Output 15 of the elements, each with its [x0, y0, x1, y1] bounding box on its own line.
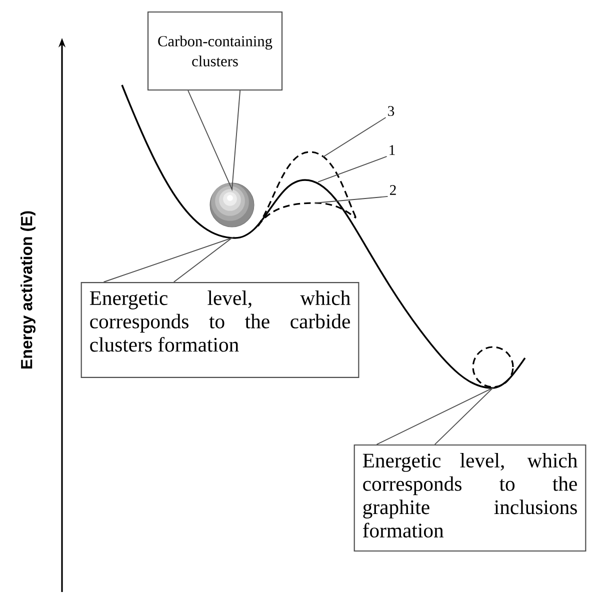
callout-box: Carbon-containing clusters [147, 11, 283, 91]
curve-number: 1 [390, 145, 395, 155]
callout-box: Energetic level, which corresponds to the carbide clusters formation [80, 282, 360, 378]
leader-line [314, 196, 388, 204]
leader-line [103, 236, 235, 282]
leader-line [318, 156, 388, 182]
leader-line [188, 90, 241, 192]
axis-label: Energy activation (E) [20, 211, 36, 368]
dashed-circle [472, 346, 514, 388]
callout-box: Energetic level, which corresponds to the graphite inclusions formation [354, 444, 586, 552]
curve-number: 2 [390, 185, 396, 195]
leader-line [322, 117, 386, 158]
leader-line [376, 386, 496, 445]
curve-number: 3 [388, 106, 394, 116]
sphere [210, 182, 254, 228]
